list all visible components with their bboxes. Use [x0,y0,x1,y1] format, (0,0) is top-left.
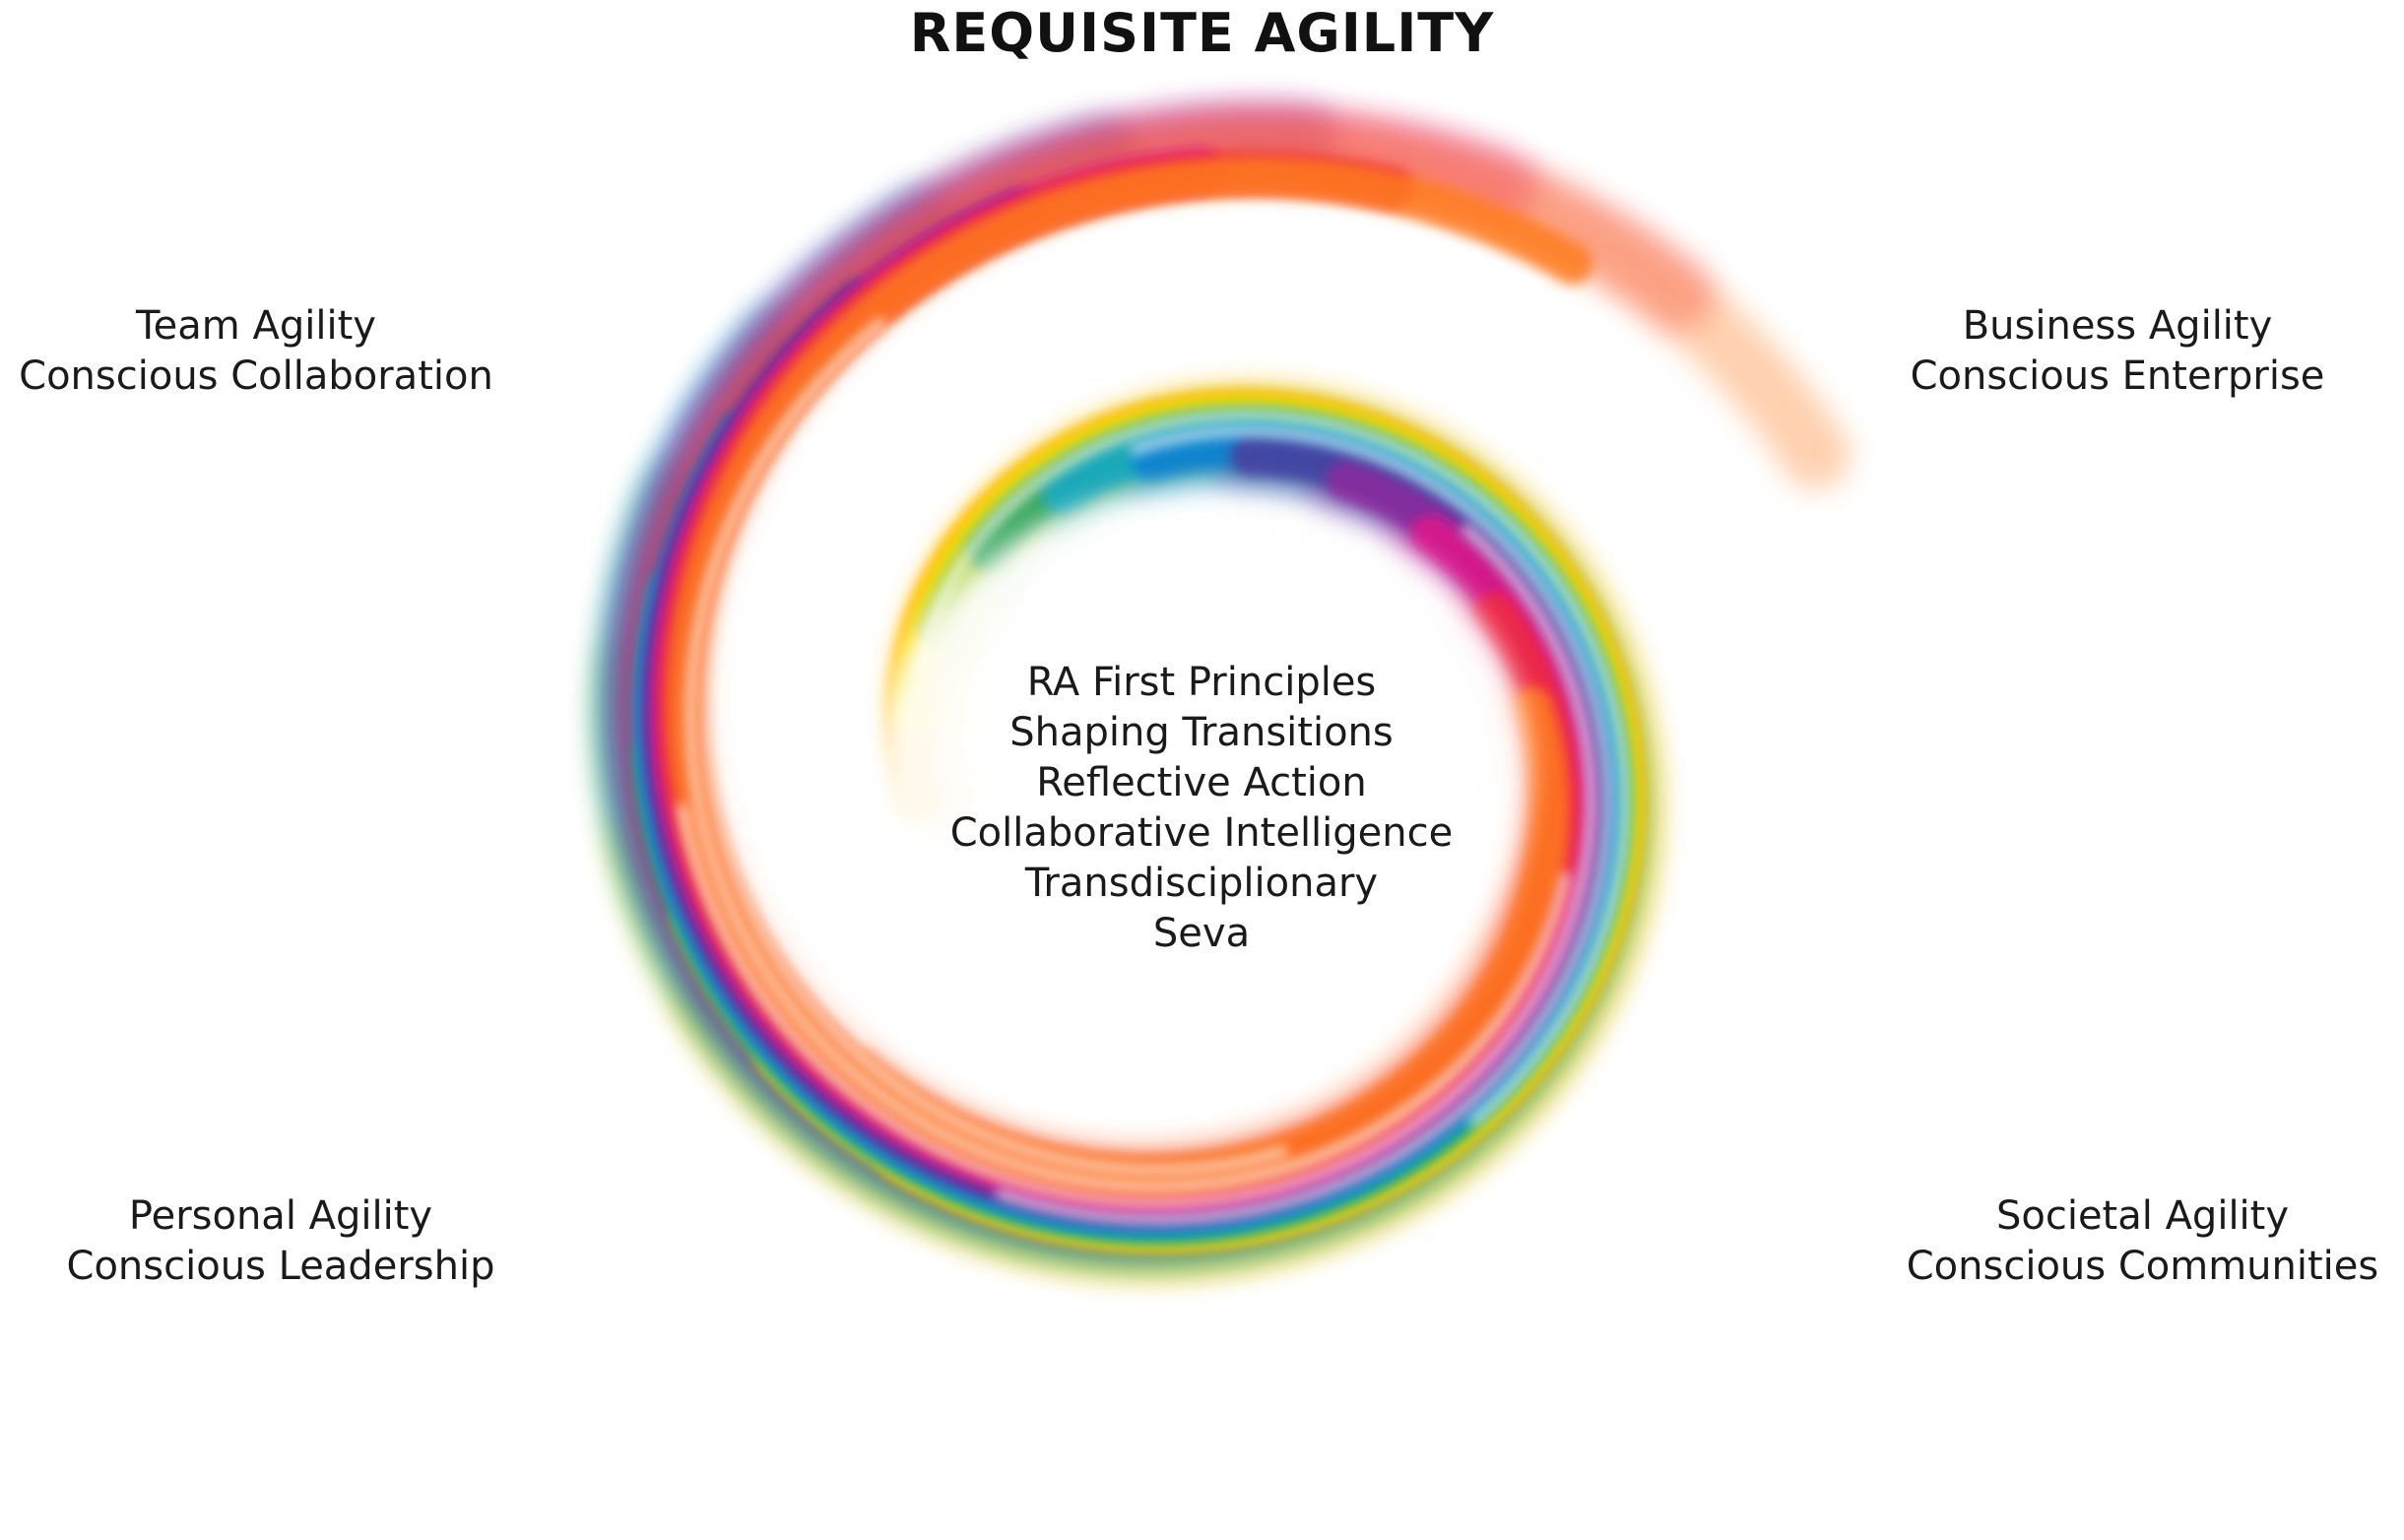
team-agility-title: Team Agility [136,303,376,349]
swirl-center [877,492,1527,1044]
swirl-highlight [677,524,1596,1208]
business-agility-title: Business Agility [1962,303,2273,349]
page-title: REQUISITE AGILITY [909,2,1495,64]
business-agility-subtitle: Conscious Enterprise [1910,353,2325,399]
personal-agility-title: Personal Agility [128,1193,433,1239]
business-agility-label: Business Agility Conscious Enterprise [1881,301,2354,402]
team-agility-subtitle: Conscious Collaboration [19,353,493,399]
principle-item: Transdisciplionary [1024,861,1379,906]
principle-item: RA First Principles [1026,660,1377,705]
societal-agility-title: Societal Agility [1995,1193,2290,1239]
swirl-highlight [702,206,1449,1176]
societal-agility-label: Societal Agility Conscious Communities [1881,1191,2404,1292]
first-principles-list: RA First Principles Shaping Transitions … [857,658,1546,959]
principle-item: Reflective Action [1036,760,1367,805]
swirl-bands [593,101,1851,1279]
swirl-highlight [684,317,1571,1192]
team-agility-label: Team Agility Conscious Collaboration [0,301,512,402]
swirl-highlight [915,410,1630,1126]
swirl-highlight [719,223,1815,1047]
principle-item: Seva [1152,911,1251,956]
principle-item: Shaping Transitions [1009,710,1394,755]
personal-agility-subtitle: Conscious Leadership [66,1244,495,1289]
swirl-highlight [995,425,1613,1225]
societal-agility-subtitle: Conscious Communities [1906,1244,2379,1289]
personal-agility-label: Personal Agility Conscious Leadership [30,1191,532,1292]
principle-item: Collaborative Intelligence [949,810,1454,856]
